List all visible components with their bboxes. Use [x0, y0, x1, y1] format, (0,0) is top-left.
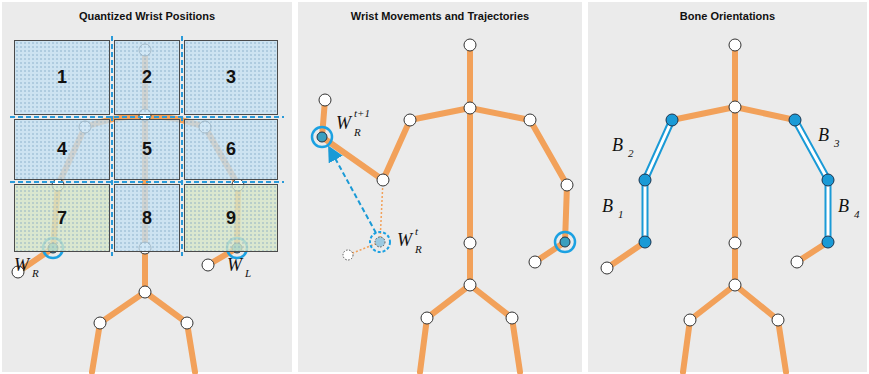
- symbol-label: 4: [854, 209, 860, 220]
- cell-number: 4: [57, 139, 67, 160]
- panel: Wrist Movements and Trajectories: [298, 2, 582, 372]
- panel: Quantized Wrist Positions 1 2 3 4 5 6 7 8 9: [2, 2, 292, 372]
- symbol-label: 3: [834, 138, 840, 149]
- panel-title: Quantized Wrist Positions: [2, 10, 292, 22]
- cell-number: 2: [142, 67, 152, 88]
- grid-cell: 4: [14, 119, 110, 180]
- symbol-label: B: [818, 126, 829, 144]
- symbol-label: 2: [628, 148, 634, 159]
- symbol-label: t+1: [354, 108, 370, 119]
- grid-cell: 3: [184, 40, 278, 115]
- grid-cell: 7: [14, 184, 110, 252]
- panel-title: Wrist Movements and Trajectories: [298, 10, 582, 22]
- panel: Bone Orientations: [588, 2, 867, 372]
- symbol-label: R: [354, 127, 361, 138]
- cell-number: 5: [142, 139, 152, 160]
- grid-cell: 6: [184, 119, 278, 180]
- cell-number: 1: [57, 67, 67, 88]
- cell-number: 8: [142, 208, 152, 229]
- cell-number: 7: [57, 208, 67, 229]
- symbol-label: W: [336, 114, 351, 132]
- symbol-label: 1: [618, 209, 624, 220]
- panel-title: Bone Orientations: [588, 10, 867, 22]
- symbol-label: B: [838, 197, 849, 215]
- symbol-label: t: [415, 226, 418, 237]
- grid-cell: 8: [114, 184, 180, 252]
- cell-number: 6: [226, 139, 236, 160]
- symbol-label: W: [227, 256, 242, 274]
- cell-number: 3: [226, 67, 236, 88]
- grid-cell: 2: [114, 40, 180, 115]
- symbol-label: B: [602, 197, 613, 215]
- panel-ground: [588, 2, 867, 372]
- symbol-label: B: [612, 136, 623, 154]
- symbol-label: W: [397, 231, 412, 249]
- symbol-label: R: [32, 268, 39, 279]
- panel-ground: [2, 2, 292, 372]
- cell-number: 9: [226, 208, 236, 229]
- grid-cell: 9: [184, 184, 278, 252]
- grid-cell: 5: [114, 119, 180, 180]
- grid-cell: 1: [14, 40, 110, 115]
- panel-ground: [298, 2, 582, 372]
- symbol-label: R: [415, 244, 422, 255]
- symbol-label: W: [14, 256, 29, 274]
- symbol-label: L: [245, 268, 251, 279]
